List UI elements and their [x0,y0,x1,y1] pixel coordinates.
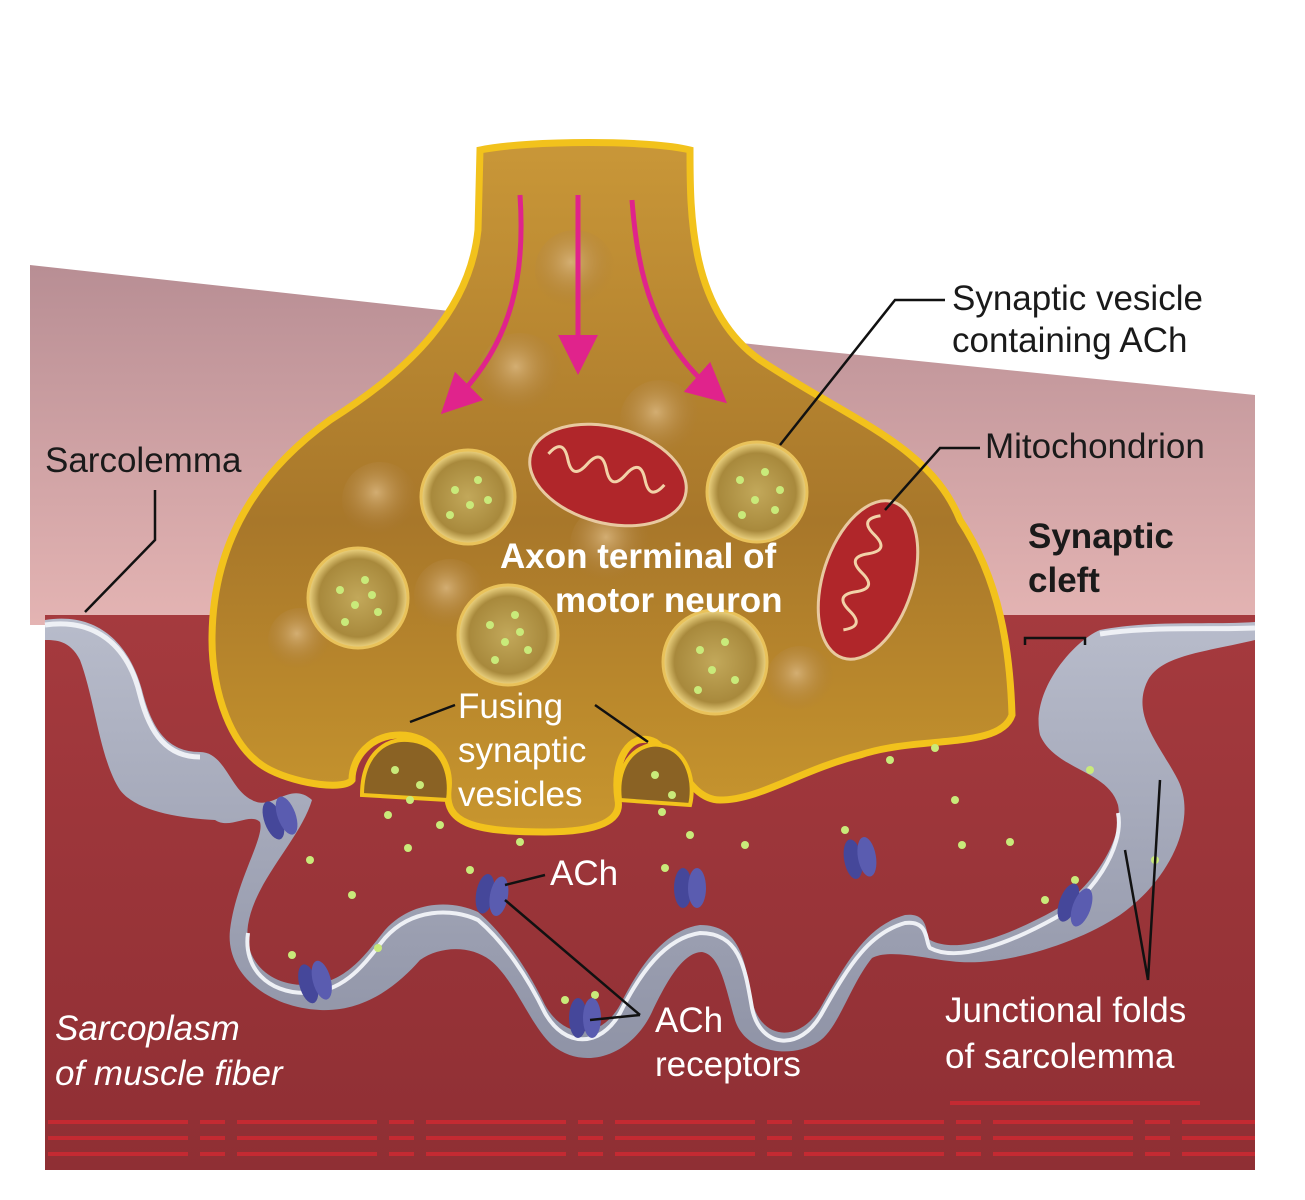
arrow-right [629,199,728,404]
synaptic-cleft [45,618,1255,1059]
fusing-vesicles [359,737,694,808]
synaptic-vesicles [306,440,809,716]
synaptic-vesicle [705,440,809,544]
arrow-left [440,194,524,415]
ach-receptor [475,874,509,916]
synaptic-vesicle [306,546,410,650]
myofibril-striations [48,1101,1255,1156]
label-axon-terminal: Axon terminal of motor neuron [500,537,786,620]
labels: Synaptic vesicle containing ACh Mitochon… [45,279,1213,1093]
sarcolemma-membrane [44,621,1256,760]
fusing-vesicle-left [359,737,451,803]
leader-receptors [504,899,641,1022]
label-fusing-vesicles: Fusing synaptic vesicles [458,687,596,814]
label-synaptic-vesicle: Synaptic vesicle containing ACh [952,279,1213,360]
label-mitochondrion: Mitochondrion [985,427,1205,466]
label-sarcolemma: Sarcolemma [45,441,242,480]
leader-synaptic-vesicle [779,298,945,446]
label-sarcoplasm: Sarcoplasm of muscle fiber [55,1009,284,1093]
ach-receptors [262,796,1093,1038]
ach-receptor [262,796,298,840]
leader-fusing-left [409,703,456,724]
axon-terminal [208,139,1016,836]
synaptic-vesicle [456,583,560,687]
label-ach: ACh [550,854,618,893]
ach-receptor [298,960,332,1004]
action-potential-arrows [440,194,728,415]
leader-junctional-folds [1123,779,1162,981]
ach-receptor [843,837,877,879]
leader-lines [84,298,1162,1022]
ach-receptor [1057,883,1093,927]
mitochondrion-1 [528,422,688,528]
ach-receptor [569,998,601,1038]
leader-fusing-right [594,703,649,744]
leader-ach [504,873,546,887]
label-ach-receptors: ACh receptors [655,1001,801,1084]
leader-sarcolemma [84,490,157,613]
synaptic-vesicle [661,608,769,716]
leader-synaptic-cleft [1023,636,1087,645]
label-junctional-folds: Junctional folds of sarcolemma [945,991,1196,1076]
label-synaptic-cleft: Synaptic cleft [1028,517,1184,600]
synaptic-vesicle [419,448,517,546]
ach-molecules [288,744,1159,1004]
leader-mitochondrion [884,446,980,511]
ach-receptor [674,868,706,908]
junctional-fold-outline [245,812,1121,1043]
